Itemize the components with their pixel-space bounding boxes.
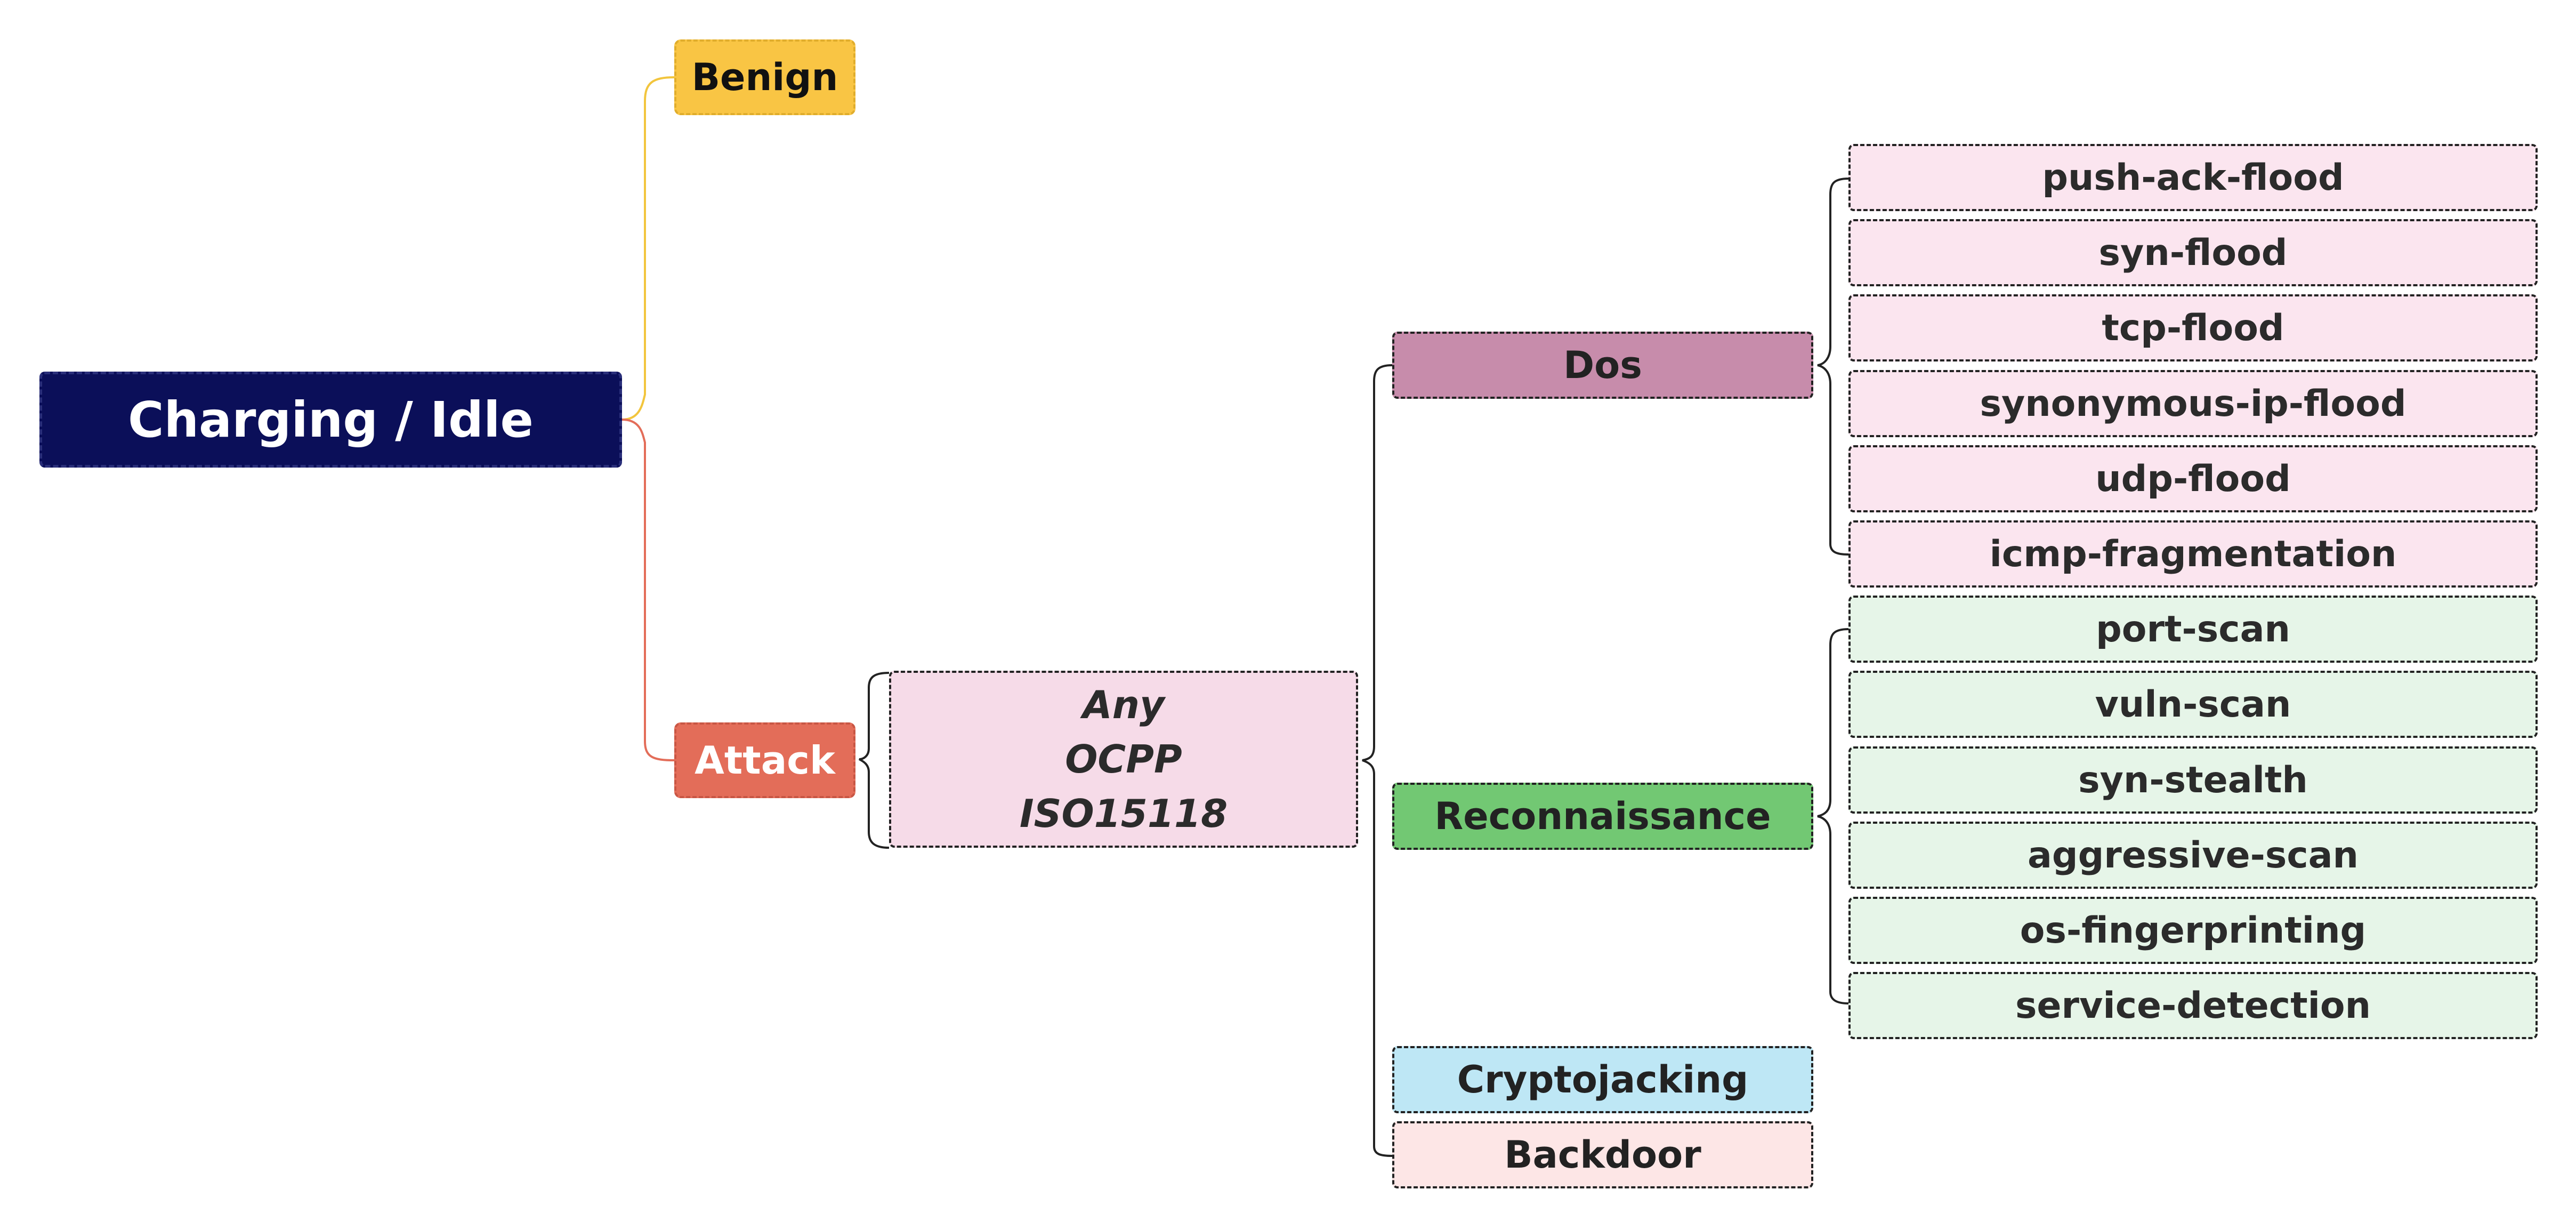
link-root-benign: [621, 76, 675, 421]
link-dos-leaves: [1817, 178, 1849, 556]
leaf-recon-attack: os-fingerprinting: [1848, 897, 2538, 964]
leaf-label: udp-flood: [2095, 457, 2291, 500]
attack-label: Attack: [695, 738, 835, 783]
leaf-label: os-fingerprinting: [2020, 909, 2367, 952]
leaf-label: vuln-scan: [2095, 683, 2291, 726]
link-protocols-categories: [1362, 364, 1393, 1157]
category-dos: Dos: [1392, 332, 1813, 399]
leaf-dos-attack: syn-flood: [1848, 219, 2538, 286]
protocol-node: Any OCPP ISO15118: [889, 671, 1358, 848]
benign-node: Benign: [674, 39, 855, 115]
category-label: Cryptojacking: [1457, 1058, 1749, 1102]
leaf-recon-attack: syn-stealth: [1848, 746, 2538, 814]
leaf-dos-attack: synonymous-ip-flood: [1848, 370, 2538, 437]
root-label: Charging / Idle: [128, 391, 534, 448]
category-label: Dos: [1563, 343, 1642, 387]
leaf-recon-attack: service-detection: [1848, 972, 2538, 1039]
leaf-label: push-ack-flood: [2042, 156, 2344, 199]
leaf-recon-attack: aggressive-scan: [1848, 822, 2538, 889]
leaf-dos-attack: udp-flood: [1848, 445, 2538, 512]
protocol-label: OCPP: [1065, 737, 1182, 782]
category-label: Reconnaissance: [1434, 794, 1771, 838]
protocol-label: Any: [1083, 682, 1165, 727]
benign-label: Benign: [691, 55, 838, 99]
link-root-attack: [621, 419, 675, 761]
leaf-dos-attack: push-ack-flood: [1848, 144, 2538, 211]
category-cryptojacking: Cryptojacking: [1392, 1046, 1813, 1113]
leaf-label: tcp-flood: [2102, 307, 2284, 349]
leaf-label: aggressive-scan: [2028, 834, 2359, 877]
link-attack-protocols: [859, 672, 890, 849]
category-backdoor: Backdoor: [1392, 1121, 1813, 1188]
leaf-label: syn-stealth: [2078, 759, 2308, 801]
leaf-dos-attack: tcp-flood: [1848, 294, 2538, 361]
category-reconnaissance: Reconnaissance: [1392, 783, 1813, 850]
leaf-label: synonymous-ip-flood: [1980, 382, 2407, 425]
leaf-label: service-detection: [2015, 984, 2371, 1027]
protocol-label: ISO15118: [1019, 791, 1228, 836]
leaf-recon-attack: vuln-scan: [1848, 671, 2538, 738]
leaf-label: syn-flood: [2098, 231, 2288, 274]
link-recon-leaves: [1817, 628, 1849, 1004]
leaf-label: icmp-fragmentation: [1989, 533, 2397, 575]
root-node: Charging / Idle: [39, 372, 622, 468]
leaf-recon-attack: port-scan: [1848, 596, 2538, 663]
leaf-dos-attack: icmp-fragmentation: [1848, 520, 2538, 588]
category-label: Backdoor: [1504, 1133, 1701, 1177]
leaf-label: port-scan: [2096, 608, 2290, 650]
attack-node: Attack: [674, 722, 855, 798]
